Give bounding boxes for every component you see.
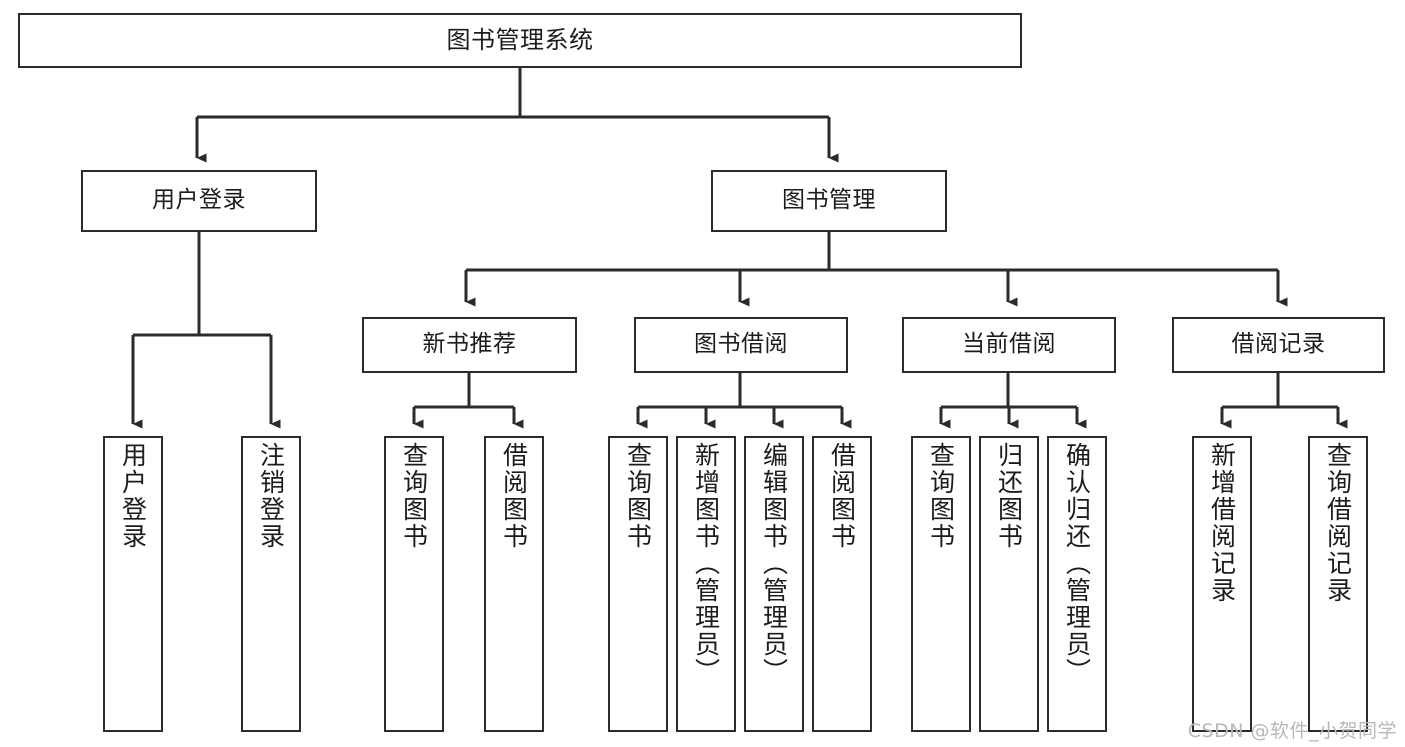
- node-borrow-record-label: 借阅记录: [1231, 331, 1326, 358]
- node-leaf-logout-label: 注销登录: [256, 442, 286, 550]
- node-leaf-query-record[interactable]: 查询借阅记录: [1308, 436, 1368, 732]
- watermark: CSDN @软件_小贺同学: [1187, 720, 1397, 742]
- node-new-book-recommend-label: 新书推荐: [422, 331, 517, 358]
- node-leaf-query-book-3[interactable]: 查询图书: [911, 436, 971, 732]
- node-book-borrow[interactable]: 图书借阅: [634, 317, 848, 373]
- node-leaf-query-book-1[interactable]: 查询图书: [384, 436, 444, 732]
- node-leaf-query-book-2[interactable]: 查询图书: [608, 436, 668, 732]
- node-leaf-user-login[interactable]: 用户登录: [103, 436, 163, 732]
- node-leaf-add-book[interactable]: 新增图书（管理员）: [676, 436, 736, 732]
- node-new-book-recommend[interactable]: 新书推荐: [362, 317, 577, 373]
- node-leaf-borrow-book-1[interactable]: 借阅图书: [484, 436, 544, 732]
- node-leaf-query-book-2-label: 查询图书: [623, 442, 653, 550]
- node-leaf-confirm-return[interactable]: 确认归还（管理员）: [1047, 436, 1107, 732]
- node-leaf-confirm-return-label: 确认归还（管理员）: [1062, 442, 1092, 685]
- node-leaf-query-book-1-label: 查询图书: [399, 442, 429, 550]
- node-user-login-label: 用户登录: [152, 187, 246, 214]
- node-book-management[interactable]: 图书管理: [711, 170, 947, 232]
- node-leaf-add-record[interactable]: 新增借阅记录: [1192, 436, 1252, 732]
- node-leaf-add-book-label: 新增图书（管理员）: [691, 442, 721, 685]
- node-user-login[interactable]: 用户登录: [81, 170, 317, 232]
- node-book-management-label: 图书管理: [782, 187, 876, 214]
- node-leaf-edit-book[interactable]: 编辑图书（管理员）: [744, 436, 804, 732]
- node-leaf-edit-book-label: 编辑图书（管理员）: [759, 442, 789, 685]
- node-root-label: 图书管理系统: [446, 26, 594, 55]
- node-leaf-borrow-book-2-label: 借阅图书: [827, 442, 857, 550]
- node-leaf-borrow-book-2[interactable]: 借阅图书: [812, 436, 872, 732]
- node-leaf-query-book-3-label: 查询图书: [926, 442, 956, 550]
- node-leaf-return-book-label: 归还图书: [994, 442, 1024, 550]
- node-borrow-record[interactable]: 借阅记录: [1172, 317, 1385, 373]
- node-leaf-borrow-book-1-label: 借阅图书: [499, 442, 529, 550]
- node-current-borrow[interactable]: 当前借阅: [902, 317, 1116, 373]
- node-leaf-user-login-label: 用户登录: [118, 442, 148, 550]
- node-leaf-return-book[interactable]: 归还图书: [979, 436, 1039, 732]
- node-book-borrow-label: 图书借阅: [694, 331, 788, 358]
- node-leaf-logout[interactable]: 注销登录: [241, 436, 301, 732]
- node-current-borrow-label: 当前借阅: [962, 331, 1056, 358]
- node-leaf-add-record-label: 新增借阅记录: [1207, 442, 1237, 604]
- node-leaf-query-record-label: 查询借阅记录: [1323, 442, 1353, 604]
- node-root[interactable]: 图书管理系统: [18, 13, 1022, 68]
